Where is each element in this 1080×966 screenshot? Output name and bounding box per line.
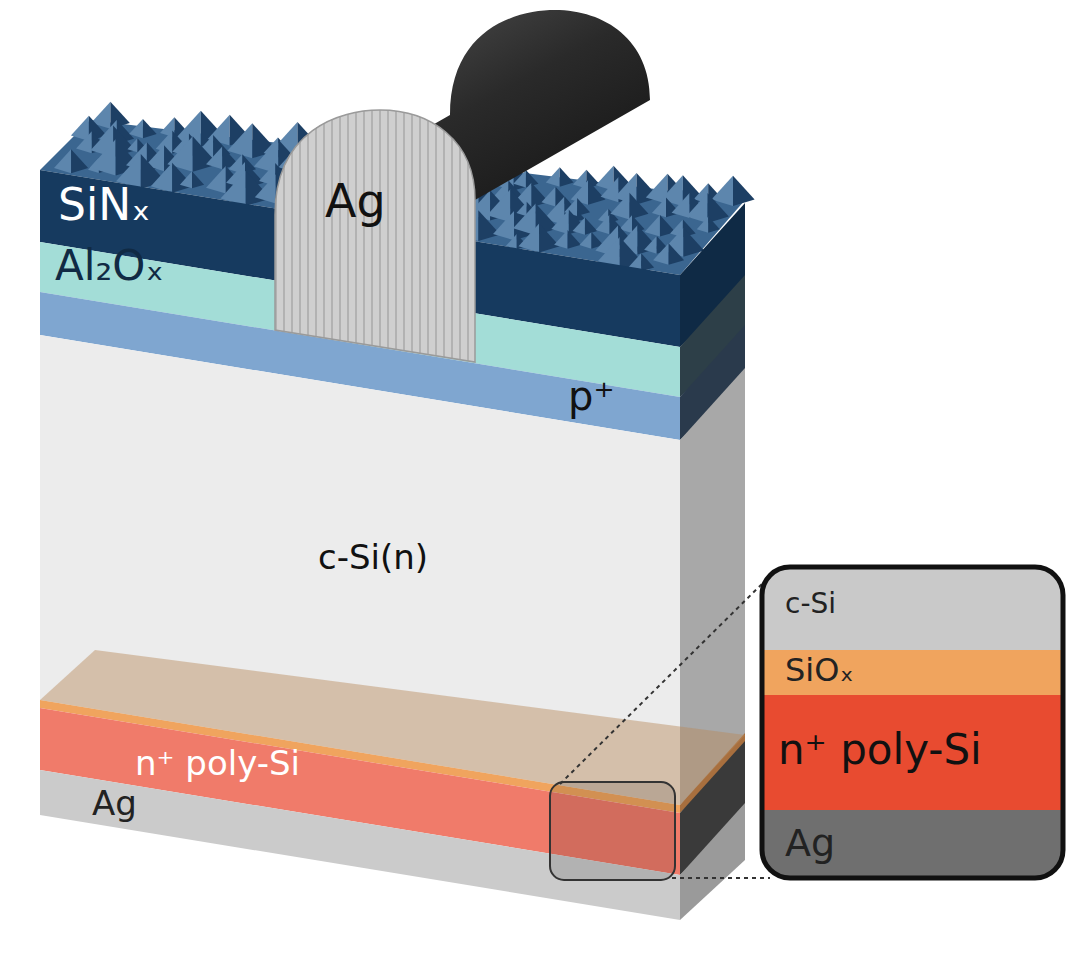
- pyramid-face: [629, 193, 648, 220]
- contact-label: Ag: [325, 178, 386, 224]
- pyramid-face: [172, 163, 193, 193]
- pyramid-face: [645, 215, 660, 237]
- layer-label: Al₂Oₓ: [55, 245, 164, 287]
- pyramid-face: [54, 149, 71, 173]
- pyramid-face: [610, 193, 629, 220]
- inset-label: n⁺ poly-Si: [778, 729, 982, 771]
- pyramid-face: [652, 197, 666, 217]
- ag-layer: [40, 770, 680, 920]
- pyramid-face: [708, 217, 720, 233]
- zoom-line: [560, 570, 776, 784]
- contact-label: Ag: [92, 786, 137, 820]
- pyramid-face: [180, 171, 192, 188]
- pyramid-face: [653, 243, 669, 265]
- ag-layer-side: [680, 803, 745, 920]
- pyramid-face: [127, 138, 137, 152]
- pyramid-face: [708, 193, 729, 223]
- pyramid-face: [255, 174, 276, 203]
- finger-front: [275, 110, 475, 362]
- pyramid-face: [641, 253, 654, 271]
- pyramid-face: [644, 236, 657, 254]
- inset-label: SiOₓ: [785, 654, 854, 686]
- zoom-line: [672, 877, 770, 879]
- pyramid-face: [733, 176, 755, 206]
- pyramid-face: [577, 198, 590, 216]
- pyramid-face: [192, 171, 204, 188]
- pyramid-face: [551, 210, 569, 235]
- pyramid-face: [71, 116, 89, 141]
- pyramid-face: [669, 243, 685, 265]
- pyramid-face: [637, 225, 658, 254]
- inset-border: [762, 567, 1063, 878]
- pyramid-face: [71, 149, 88, 173]
- pyramid-face: [546, 167, 560, 186]
- pyramid-face: [596, 215, 610, 234]
- pyramid-face: [206, 166, 226, 194]
- pyramid-face: [588, 180, 605, 204]
- pyramid-face: [585, 217, 597, 234]
- pyramid-face: [90, 139, 116, 175]
- pyramid-face: [560, 167, 574, 186]
- pyramid-face: [516, 202, 526, 216]
- pyramid-face: [487, 189, 510, 222]
- pyramid-face: [568, 230, 581, 249]
- pyramid-face: [129, 119, 143, 138]
- inset: [762, 567, 1063, 878]
- pyramid-face: [478, 210, 500, 241]
- pyramid-face: [601, 177, 619, 202]
- layer-label: p⁺: [568, 376, 615, 416]
- pyramid-face: [686, 193, 707, 223]
- pyramid-face: [554, 230, 567, 249]
- side-face: [680, 203, 745, 920]
- layer-label: SiNₓ: [58, 183, 151, 227]
- pyramid-face: [227, 123, 252, 158]
- pyramid-face: [541, 187, 555, 207]
- layer-label: n⁺ poly-Si: [135, 746, 300, 780]
- pyramid-face: [697, 217, 709, 233]
- pyramid-face: [76, 131, 92, 153]
- pyramid-face: [513, 203, 536, 235]
- layer-label: c-Si(n): [318, 540, 428, 574]
- pyramid-face: [672, 193, 690, 218]
- zoom-region: [550, 782, 675, 880]
- inset-label: Ag: [785, 824, 835, 862]
- pyramid-face: [143, 119, 157, 138]
- pyramid-face: [579, 232, 591, 249]
- pyramid-face: [539, 224, 560, 253]
- pyramid-face: [151, 163, 172, 193]
- pyramid-face: [569, 210, 587, 235]
- pyramid-face: [573, 217, 585, 234]
- pyramid-face: [493, 211, 514, 240]
- inset-label: c-Si: [785, 590, 836, 618]
- pyramid-face: [519, 224, 540, 253]
- pyramid-face: [206, 146, 222, 169]
